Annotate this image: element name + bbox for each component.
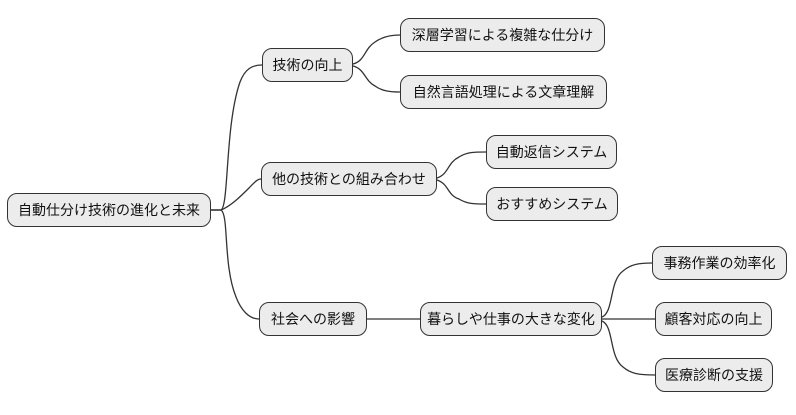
- node-social-impact: 社会への影響: [259, 302, 367, 336]
- edge-combo-to-autoreply: [436, 151, 487, 179]
- edge-change-to-medical: [601, 320, 656, 376]
- edge-combo-to-recommend: [436, 179, 487, 205]
- node-office-work-efficiency: 事務作業の効率化: [652, 246, 787, 280]
- node-nlp-text-understanding: 自然言語処理による文章理解: [400, 75, 607, 109]
- edge-root-to-society: [210, 209, 260, 320]
- node-auto-reply-system: 自動返信システム: [486, 135, 617, 169]
- edge-tech-to-nlp: [352, 65, 401, 93]
- edge-change-to-efficiency: [601, 262, 653, 318]
- edge-root-to-tech: [210, 64, 263, 211]
- edge-tech-to-deep: [352, 34, 401, 65]
- node-tech-combination: 他の技術との組み合わせ: [261, 162, 437, 196]
- node-life-work-change: 暮らしや仕事の大きな変化: [420, 302, 602, 336]
- node-root: 自動仕分け技術の進化と未来: [7, 193, 211, 227]
- edge-root-to-combo: [210, 178, 262, 211]
- node-medical-diagnosis-support: 医療診断の支援: [655, 358, 773, 392]
- node-recommendation-system: おすすめシステム: [486, 187, 618, 221]
- node-deep-learning-sorting: 深層学習による複雑な仕分け: [400, 18, 605, 52]
- node-customer-service-improve: 顧客対応の向上: [655, 302, 772, 336]
- node-tech-improvement: 技術の向上: [262, 48, 353, 82]
